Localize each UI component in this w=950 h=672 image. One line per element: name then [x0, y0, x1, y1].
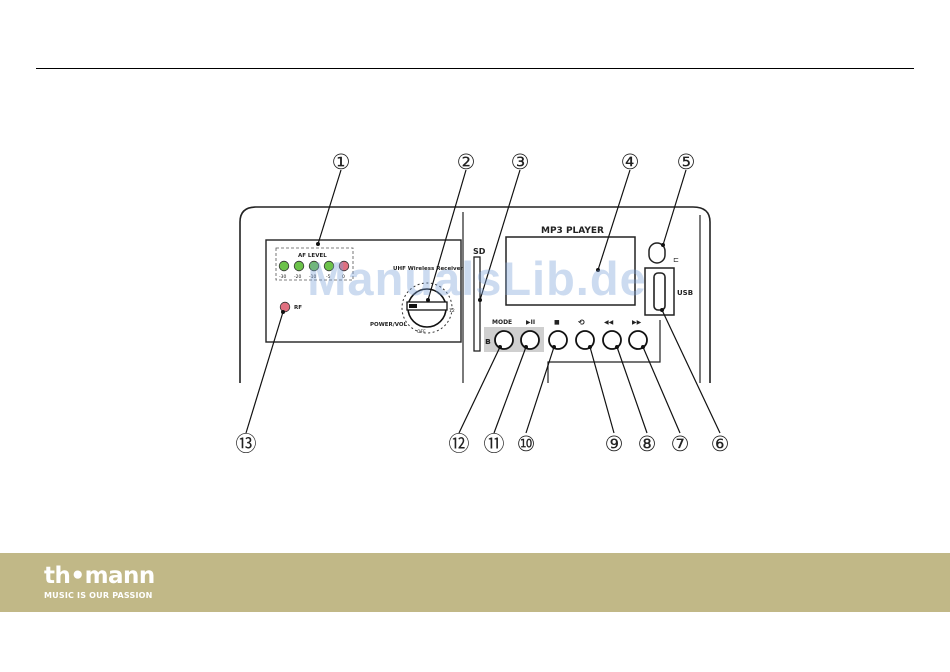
led-scale-label: 0 [342, 274, 345, 280]
power-vol-label: POWER/VOL [370, 322, 408, 328]
footer-band: th•mann MUSIC IS OUR PASSION [0, 553, 950, 612]
led-red [339, 261, 349, 271]
uhf-label: UHF Wireless Receiver [393, 266, 463, 272]
usb-label: USB [677, 289, 693, 297]
callout-3: ③ [511, 150, 530, 174]
prev-label: ◀◀ [604, 319, 614, 326]
usb-port [654, 273, 665, 310]
callout-12: ⑫ [449, 432, 470, 456]
led-scale-label: -5 [326, 274, 331, 280]
callout-2: ② [457, 150, 476, 174]
callout-13: ⑬ [236, 432, 257, 456]
rf-led [280, 302, 290, 312]
led-scale-label: -30 [279, 274, 286, 280]
af-level-leds [279, 261, 349, 271]
leader-11 [494, 347, 526, 433]
led-green [324, 261, 334, 271]
sd-slot [474, 257, 480, 351]
mode-button[interactable] [495, 331, 513, 349]
led-green [309, 261, 319, 271]
player-bottom-edge [548, 320, 660, 383]
leader-2 [428, 170, 466, 300]
off-label: OFF [417, 329, 426, 335]
leader-7 [643, 347, 680, 433]
callout-6: ⑥ [711, 432, 730, 456]
callout-8: ⑧ [638, 432, 657, 456]
led-scale-label: -20 [294, 274, 301, 280]
mp3-player-label: MP3 PLAYER [541, 226, 604, 236]
brand-tagline: MUSIC IS OUR PASSION [44, 591, 153, 600]
af-level-label: AF LEVEL [298, 253, 327, 259]
leader-6 [662, 310, 720, 433]
sd-label: SD [473, 247, 486, 256]
stop-label: ■ [554, 319, 560, 326]
dial-mark-label: 12 [449, 308, 455, 314]
callout-10: ⑩ [517, 432, 536, 456]
led-green [294, 261, 304, 271]
callout-7: ⑦ [671, 432, 690, 456]
dial-pointer [409, 304, 417, 308]
next-label: ▶▶ [632, 319, 642, 326]
callout-9: ⑨ [605, 432, 624, 456]
callout-1: ① [332, 150, 351, 174]
repeat-label: ⟲ [578, 318, 585, 327]
bluetooth-icon: ʙ [485, 337, 491, 347]
leader-9 [590, 347, 614, 433]
rf-label: RF [294, 305, 302, 311]
mp3-display [506, 237, 635, 305]
ir-label: ⊏ [673, 256, 679, 264]
callout-5: ⑤ [677, 150, 696, 174]
mode-label: MODE [492, 319, 512, 326]
leader-12 [459, 347, 500, 433]
leader-13 [246, 312, 283, 433]
leader-8 [617, 347, 647, 433]
callout-11: ⑪ [484, 432, 505, 456]
leader-10 [526, 347, 554, 433]
callout-4: ④ [621, 150, 640, 174]
brand-logo: th•mann [44, 563, 155, 589]
led-scale-label: -10 [309, 274, 316, 280]
play-pause-button[interactable] [521, 331, 539, 349]
play-pause-label: ▶II [526, 319, 535, 326]
led-green [279, 261, 289, 271]
stop-button[interactable] [549, 331, 567, 349]
